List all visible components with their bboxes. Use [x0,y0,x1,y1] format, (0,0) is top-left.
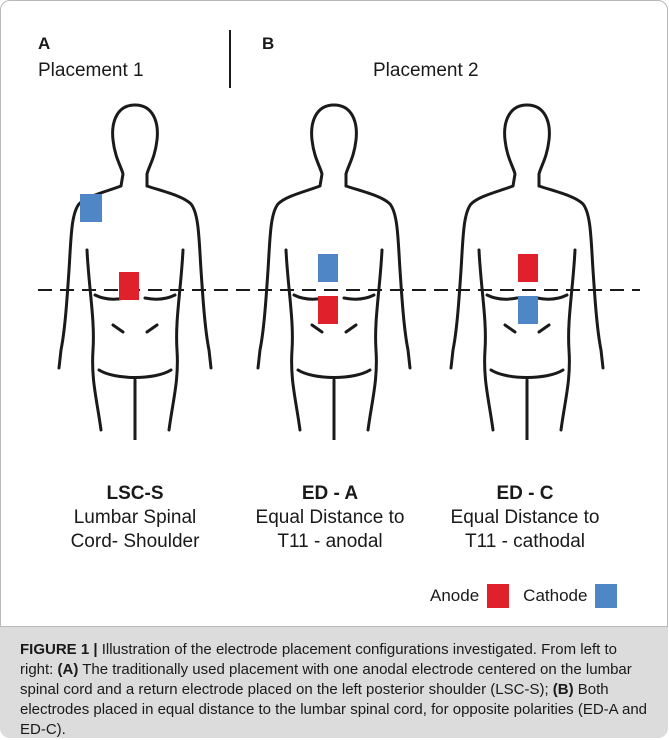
config-desc-line2: T11 - cathodal [425,530,625,554]
cathode-electrode-lower [518,296,538,324]
cathode-electrode-upper [318,254,338,282]
legend: Anode Cathode [430,584,617,608]
legend-anode-label: Anode [430,586,479,606]
cathode-electrode-shoulder [80,194,102,222]
config-abbr: ED - A [230,482,430,506]
caption-label: FIGURE 1 | [20,641,98,658]
panel-b-letter: B [262,34,274,54]
config-desc-line1: Lumbar Spinal [35,506,235,530]
caption-a-label: (A) [58,661,79,678]
anode-electrode-lumbar [119,272,139,300]
caption-b-label: (B) [553,681,574,698]
label-ed-a: ED - A Equal Distance to T11 - anodal [230,482,430,554]
config-desc-line1: Equal Distance to [425,506,625,530]
panel-a-letter: A [38,34,50,54]
anode-electrode-lower [318,296,338,324]
label-ed-c: ED - C Equal Distance to T11 - cathodal [425,482,625,554]
panel-b-subtitle: Placement 2 [373,60,479,82]
config-desc-line2: T11 - anodal [230,530,430,554]
panel-a-subtitle: Placement 1 [38,60,144,82]
legend-anode-swatch [487,584,509,608]
legend-cathode-label: Cathode [523,586,587,606]
anode-electrode-upper [518,254,538,282]
panel-divider [229,30,231,88]
caption-text-2: The traditionally used placement with on… [20,661,632,698]
body-figure-lsc-s [35,100,235,440]
label-lsc-s: LSC-S Lumbar Spinal Cord- Shoulder [35,482,235,554]
legend-cathode-swatch [595,584,617,608]
figure-caption: FIGURE 1 | Illustration of the electrode… [20,640,650,740]
config-abbr: ED - C [425,482,625,506]
config-abbr: LSC-S [35,482,235,506]
config-desc-line1: Equal Distance to [230,506,430,530]
config-desc-line2: Cord- Shoulder [35,530,235,554]
